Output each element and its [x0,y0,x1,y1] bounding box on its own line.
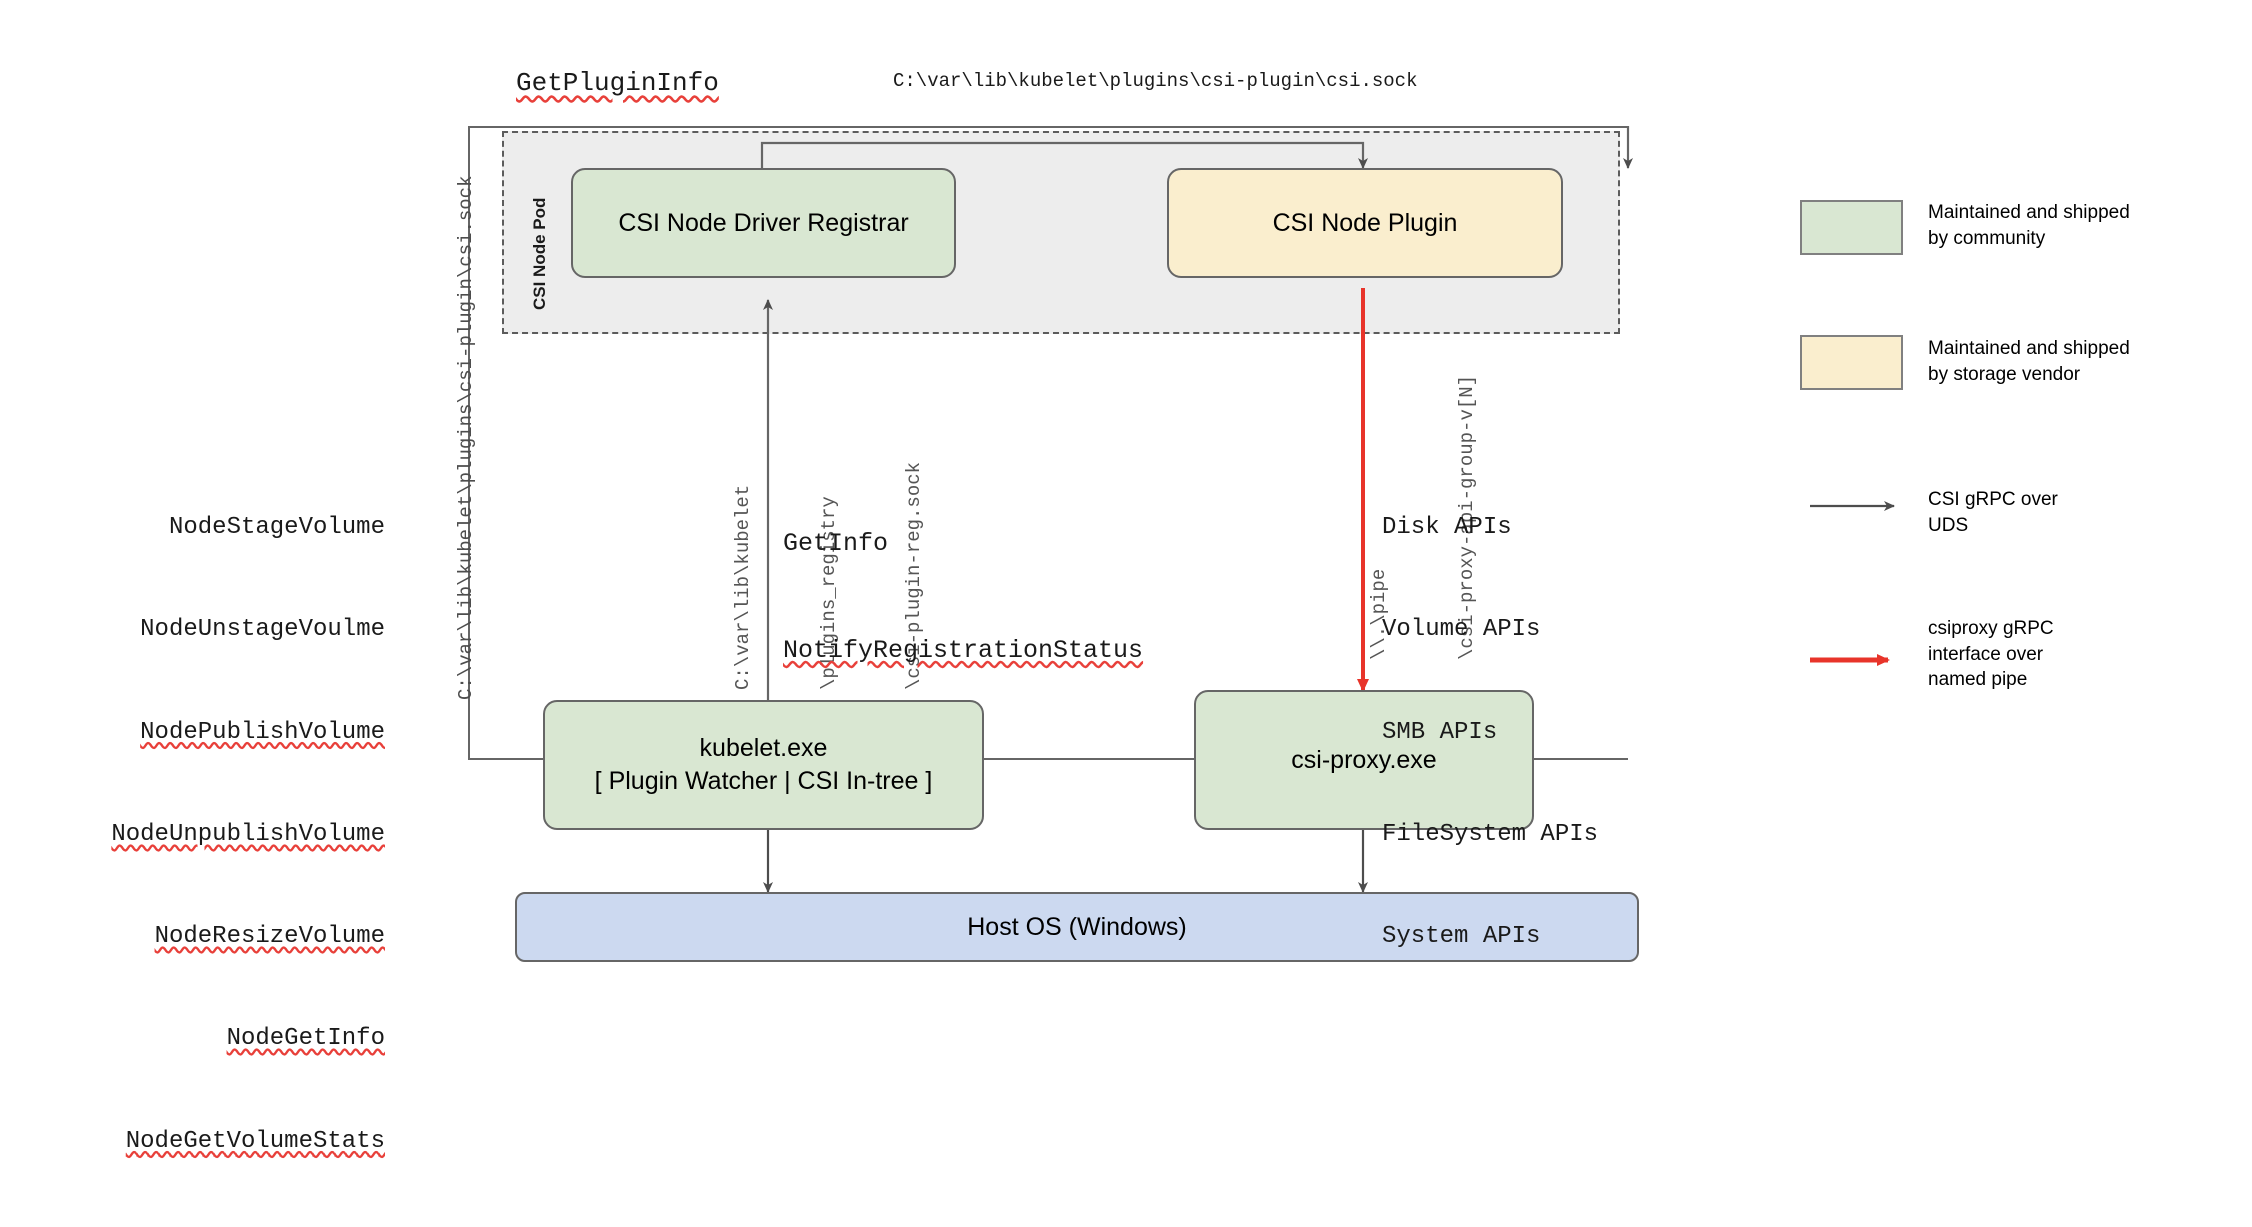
legend-community-line-2: by community [1928,227,2046,249]
legend-label-csiproxy-named-pipe: csiproxy gRPC interface over named pipe [1928,616,2054,693]
legend-pipe-line-2: interface over [1928,643,2044,665]
proxy-api-3: FileSystem APIs [1382,820,1599,848]
proxy-api-1: Volume APIs [1382,616,1541,644]
label-csi-sock-path-vertical: C:\var\lib\kubelet\plugins\csi-plugin\cs… [455,175,477,701]
label-proxy-api-groups: Disk APIs Volume APIs SMB APIs FileSyste… [1382,443,1598,1022]
node-api-call-1: NodeUnstageVoulme [140,616,385,644]
node-label: csi-proxy.exe [1291,745,1437,774]
node-csi-proxy-exe[interactable]: csi-proxy.exe [1194,690,1534,830]
node-host-os[interactable]: Host OS (Windows) [515,892,1639,962]
get-plugin-info-route [468,126,1628,760]
legend-uds-line-2: UDS [1928,514,1969,536]
diagram-canvas: CSI Node Pod CSI No [111,68,2130,1155]
legend-vendor-line-1: Maintained and shipped [1928,338,2130,359]
legend-label-storage-vendor: Maintained and shipped by storage vendor [1928,336,2130,387]
legend-uds-line-1: CSI gRPC over [1928,489,2058,510]
kubelet-line-2: [ Plugin Watcher | CSI In-tree ] [594,767,933,795]
proxy-api-2: SMB APIs [1382,718,1498,746]
legend-community-line-1: Maintained and shipped [1928,202,2130,223]
node-api-call-0: NodeStageVolume [168,514,385,542]
node-csi-node-plugin[interactable]: CSI Node Plugin [1167,168,1563,278]
legend-swatch-community [1800,200,1903,255]
registration-call-0: GetInfo [783,529,889,558]
node-csi-node-driver-registrar[interactable]: CSI Node Driver Registrar [571,168,956,278]
label-csi-sock-path-top: C:\var\lib\kubelet\plugins\csi-plugin\cs… [893,70,1418,92]
legend-label-community: Maintained and shipped by community [1928,200,2130,251]
node-label: Host OS (Windows) [967,912,1187,941]
node-api-call-6: NodeGetVolumeStats [125,1127,385,1155]
kubelet-line-1: kubelet.exe [699,734,828,762]
proxy-api-0: Disk APIs [1382,514,1512,542]
legend-pipe-line-3: named pipe [1928,669,2028,691]
legend-vendor-line-2: by storage vendor [1928,363,2081,385]
label-get-plugin-info: GetPluginInfo [516,68,719,98]
csi-node-pod-label: CSI Node Pod [530,197,549,310]
registration-call-1: NotifyRegistrationStatus [783,635,1144,665]
node-label: CSI Node Plugin [1272,208,1458,237]
node-api-call-2: NodePublishVolume [140,718,385,746]
label-node-api-calls: NodeStageVolume NodeUnstageVoulme NodePu… [110,443,385,1227]
reg-path-line-1: C:\var\lib\kubelet [732,484,754,690]
node-label: CSI Node Driver Registrar [618,208,909,237]
legend-label-csi-grpc-uds: CSI gRPC over UDS [1928,487,2058,538]
node-api-call-3: NodeUnpublishVolume [111,820,385,848]
node-kubelet-exe[interactable]: kubelet.exe [ Plugin Watcher | CSI In-tr… [543,700,984,830]
proxy-api-4: System APIs [1382,923,1541,951]
legend-swatch-storage-vendor [1800,335,1903,390]
legend-pipe-line-1: csiproxy gRPC [1928,618,2054,639]
node-api-call-5: NodeGetInfo [226,1025,385,1053]
node-api-call-4: NodeResizeVolume [154,923,385,951]
label-registration-calls: GetInfo NotifyRegistrationStatus [783,455,1143,739]
